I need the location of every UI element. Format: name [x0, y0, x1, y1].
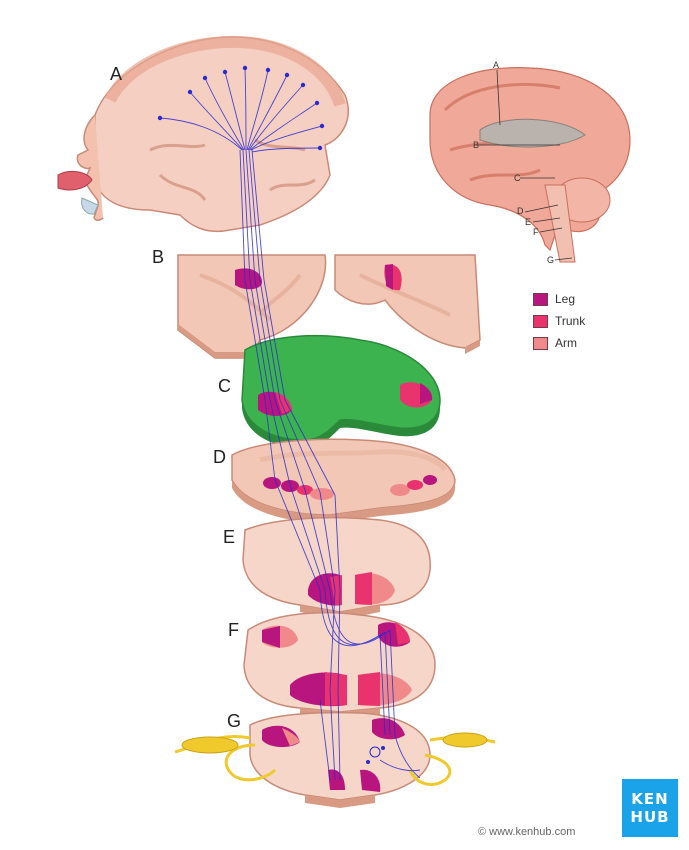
- legend-label: Trunk: [555, 314, 586, 328]
- label-b: B: [152, 247, 164, 267]
- cortical-neuron-cell-bodies: [157, 65, 385, 764]
- section-g-spinal-cord: G: [174, 711, 496, 808]
- corticospinal-fibers: [159, 67, 421, 781]
- section-b-internal-capsule: B: [152, 247, 481, 359]
- section-c-midbrain: C: [218, 334, 441, 448]
- inset-label-b: B: [473, 140, 479, 150]
- label-g: G: [227, 711, 241, 731]
- inset-label-f: F: [533, 227, 539, 237]
- legend-label: Arm: [555, 336, 577, 350]
- label-e: E: [223, 527, 235, 547]
- brain-coronal-section: A: [57, 35, 349, 232]
- inset-label-e: E: [525, 217, 531, 227]
- inset-label-d: D: [517, 206, 524, 216]
- legend-label: Leg: [555, 292, 576, 306]
- label-f: F: [228, 620, 239, 640]
- kenhub-logo[interactable]: KEN HUB: [622, 779, 678, 837]
- legend: Leg Trunk Arm: [533, 288, 633, 354]
- inset-label-c: C: [514, 173, 521, 183]
- legend-swatch-arm: [533, 336, 548, 350]
- legend-item-arm: Arm: [533, 332, 633, 354]
- copyright-text: © www.kenhub.com: [478, 826, 576, 838]
- label-d: D: [213, 447, 226, 467]
- legend-swatch-leg: [533, 292, 548, 306]
- inset-label-g: G: [547, 255, 554, 265]
- label-a: A: [110, 64, 122, 84]
- legend-item-trunk: Trunk: [533, 310, 633, 332]
- legend-item-leg: Leg: [533, 288, 633, 310]
- brain-sagittal-inset: A B C D E F G: [429, 60, 631, 265]
- legend-swatch-trunk: [533, 314, 548, 328]
- logo-text-line1: KEN: [631, 790, 669, 808]
- logo-text-line2: HUB: [630, 808, 670, 826]
- inset-label-a: A: [493, 60, 499, 70]
- section-d-pons: D: [213, 438, 456, 523]
- label-c: C: [218, 376, 231, 396]
